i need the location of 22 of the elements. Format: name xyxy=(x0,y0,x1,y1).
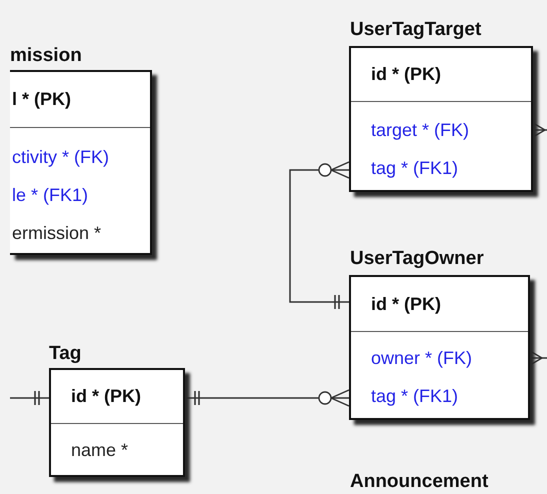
primary-key-field: id * (PK) xyxy=(371,64,441,85)
foreign-key-field: le * (FK1) xyxy=(12,184,88,206)
relationship-line xyxy=(532,122,547,138)
attribute-field: name * xyxy=(71,439,128,461)
entity-name: UserTagTarget xyxy=(350,18,482,42)
relationship-line xyxy=(289,161,350,309)
foreign-key-field: target * (FK) xyxy=(371,119,470,141)
entity-name: UserTagOwner xyxy=(350,247,484,271)
entity-name: Tag xyxy=(49,342,82,366)
foreign-key-field: owner * (FK) xyxy=(371,347,472,369)
entity-name: mission xyxy=(10,44,82,68)
relationship-line xyxy=(10,391,49,405)
attribute-field: ermission * xyxy=(12,222,102,244)
foreign-key-field: tag * (FK1) xyxy=(371,385,458,407)
relationship-line xyxy=(529,350,547,366)
primary-key-field: l * (PK) xyxy=(12,89,72,110)
entity-name: Announcement xyxy=(350,470,488,494)
primary-key-field: id * (PK) xyxy=(71,386,141,407)
foreign-key-field: tag * (FK1) xyxy=(371,157,458,179)
primary-key-field: id * (PK) xyxy=(371,294,441,314)
foreign-key-field: ctivity * (FK) xyxy=(12,146,109,168)
relationship-line xyxy=(185,389,350,407)
